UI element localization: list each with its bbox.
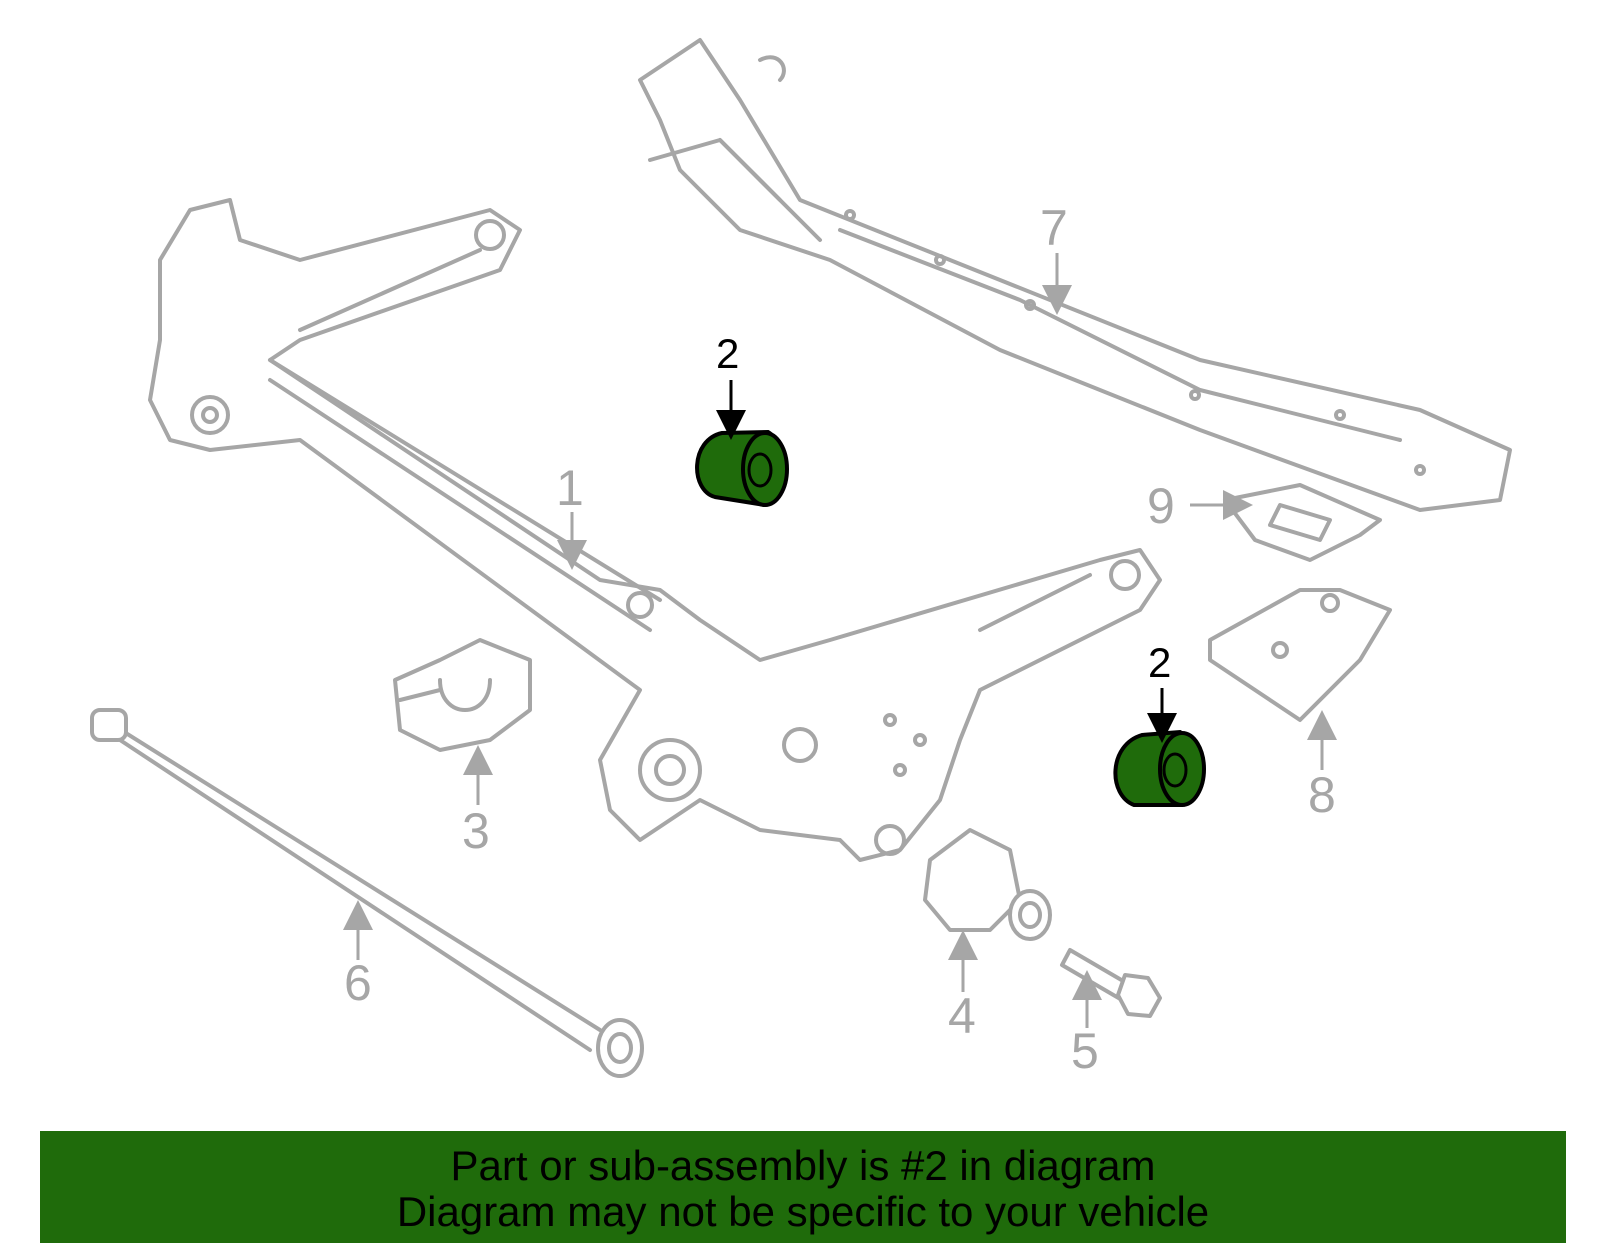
callout-9: 9 [1147, 478, 1175, 534]
banner-line-2: Diagram may not be specific to your vehi… [396, 1188, 1210, 1235]
hub-part-4 [923, 828, 1052, 941]
callout-2-lower: 2 [1148, 639, 1171, 686]
banner-line-1: Part or sub-assembly is #2 in diagram [450, 1142, 1156, 1189]
callout-7: 7 [1040, 200, 1068, 256]
callout-6: 6 [344, 955, 372, 1011]
crossmember-part-7 [638, 38, 1512, 512]
callout-5: 5 [1071, 1023, 1099, 1079]
callout-4: 4 [948, 988, 976, 1044]
tie-rod-part-6 [90, 708, 644, 1078]
axle-beam-part-1 [148, 198, 1162, 862]
stabilizer-bushing-part-3 [393, 638, 532, 752]
bushing-part-2-lower [1113, 729, 1206, 807]
callout-8: 8 [1308, 767, 1336, 823]
callout-2-upper: 2 [716, 330, 739, 377]
plate-part-9 [1223, 483, 1382, 562]
bushing-part-2-upper [695, 429, 789, 508]
bolt-part-5 [1060, 948, 1162, 1018]
bracket-part-8 [1208, 588, 1392, 722]
info-banner: Part or sub-assembly is #2 in diagram Di… [40, 1131, 1566, 1243]
callout-3: 3 [462, 803, 490, 859]
callout-1: 1 [556, 460, 584, 516]
